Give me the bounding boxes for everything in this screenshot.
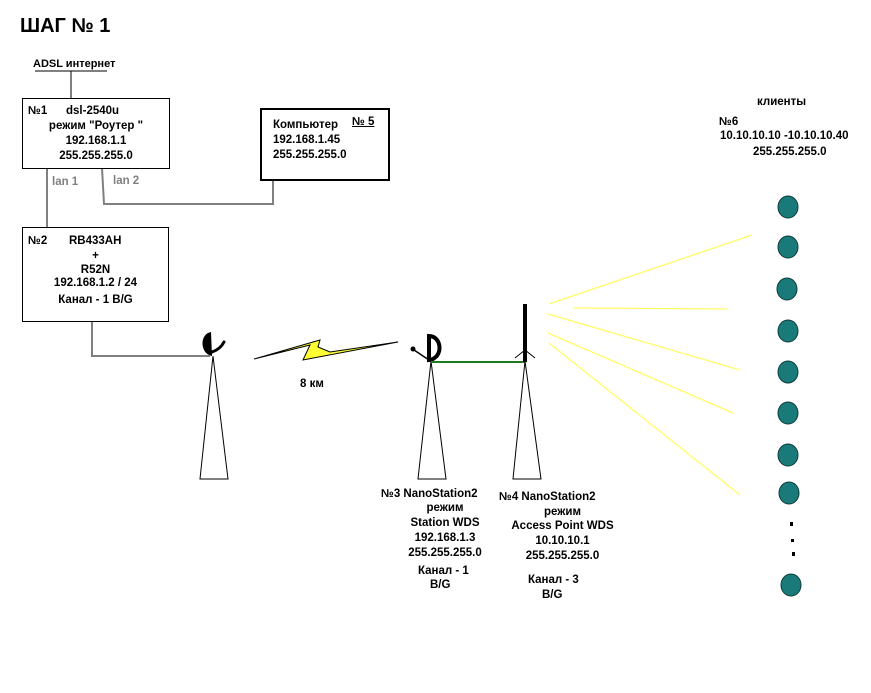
tower-3: [417, 360, 447, 480]
station-channel: Канал - 1: [418, 565, 469, 577]
ap-mode-label: режим: [544, 506, 581, 518]
station-band: B/G: [430, 579, 451, 591]
client-node: [777, 443, 799, 467]
client-node: [777, 235, 799, 259]
client-node: [780, 573, 802, 597]
computer-number: № 5: [352, 116, 375, 128]
router-number: №1: [28, 105, 48, 117]
ellipsis-dots: [790, 522, 795, 556]
distance-label: 8 км: [300, 378, 324, 390]
page-title: ШАГ № 1: [20, 15, 111, 37]
lan2-cable: [101, 167, 274, 205]
router-ip: 192.168.1.1: [65, 135, 127, 147]
client-nodes: [776, 195, 802, 597]
client-node: [778, 481, 800, 505]
station-title: №3 NanoStation2: [381, 488, 478, 500]
station-mask: 255.255.255.0: [408, 547, 482, 559]
ap-title: №4 NanoStation2: [499, 491, 596, 503]
routerboard-channel: Канал - 1 B/G: [58, 294, 133, 306]
routerboard-number: №2: [28, 235, 48, 247]
router-mode: режим "Роутер ": [48, 120, 144, 132]
client-node: [777, 401, 799, 425]
dish-antenna-3-icon: [427, 333, 442, 363]
beam: [547, 332, 734, 414]
ap-band: B/G: [542, 589, 563, 601]
computer-name: Компьютер: [273, 119, 339, 131]
router-box: [22, 98, 170, 169]
lan2-label: lan 2: [113, 175, 140, 187]
lan1-label: lan 1: [52, 176, 79, 188]
tower-1: [199, 355, 229, 480]
beam: [548, 234, 753, 305]
station-mode-label: режим: [426, 502, 464, 514]
routerboard-card: R52N: [80, 264, 111, 276]
ap-channel: Канал - 3: [528, 574, 579, 586]
computer-box: [260, 108, 390, 181]
clients-mask: 255.255.255.0: [753, 146, 827, 158]
internet-label: ADSL интернет: [33, 58, 116, 70]
routerboard-model: RB433AH: [69, 235, 122, 247]
client-node: [776, 277, 798, 301]
router-mask: 255.255.255.0: [59, 150, 133, 162]
ap-mode: Access Point WDS: [511, 520, 614, 532]
wireless-link-bolt-icon: [253, 339, 399, 361]
router-model: dsl-2540u: [66, 105, 120, 117]
clients-title: клиенты: [757, 96, 807, 108]
routerboard-box: [22, 227, 169, 322]
rb-antenna-cable: [91, 321, 210, 357]
beam: [547, 313, 741, 371]
routerboard-plus: +: [92, 250, 99, 262]
clients-number: №6: [719, 116, 739, 128]
computer-mask: 255.255.255.0: [273, 149, 347, 161]
tower-4: [512, 360, 542, 480]
clients-range: 10.10.10.10 -10.10.10.40: [720, 130, 849, 142]
ap-ip: 10.10.10.1: [535, 535, 590, 547]
dish-antenna-1-icon: [202, 332, 212, 356]
computer-ip: 192.168.1.45: [273, 134, 341, 146]
routerboard-ip: 192.168.1.2 / 24: [53, 277, 138, 289]
station-ip: 192.168.1.3: [414, 532, 476, 544]
client-node: [777, 360, 799, 384]
client-node: [777, 195, 799, 219]
station-mode: Station WDS: [410, 517, 480, 529]
client-node: [777, 319, 799, 343]
beam: [573, 307, 729, 310]
beam: [548, 342, 741, 496]
wireless-beams: [547, 234, 753, 496]
ap-mask: 255.255.255.0: [525, 550, 600, 562]
